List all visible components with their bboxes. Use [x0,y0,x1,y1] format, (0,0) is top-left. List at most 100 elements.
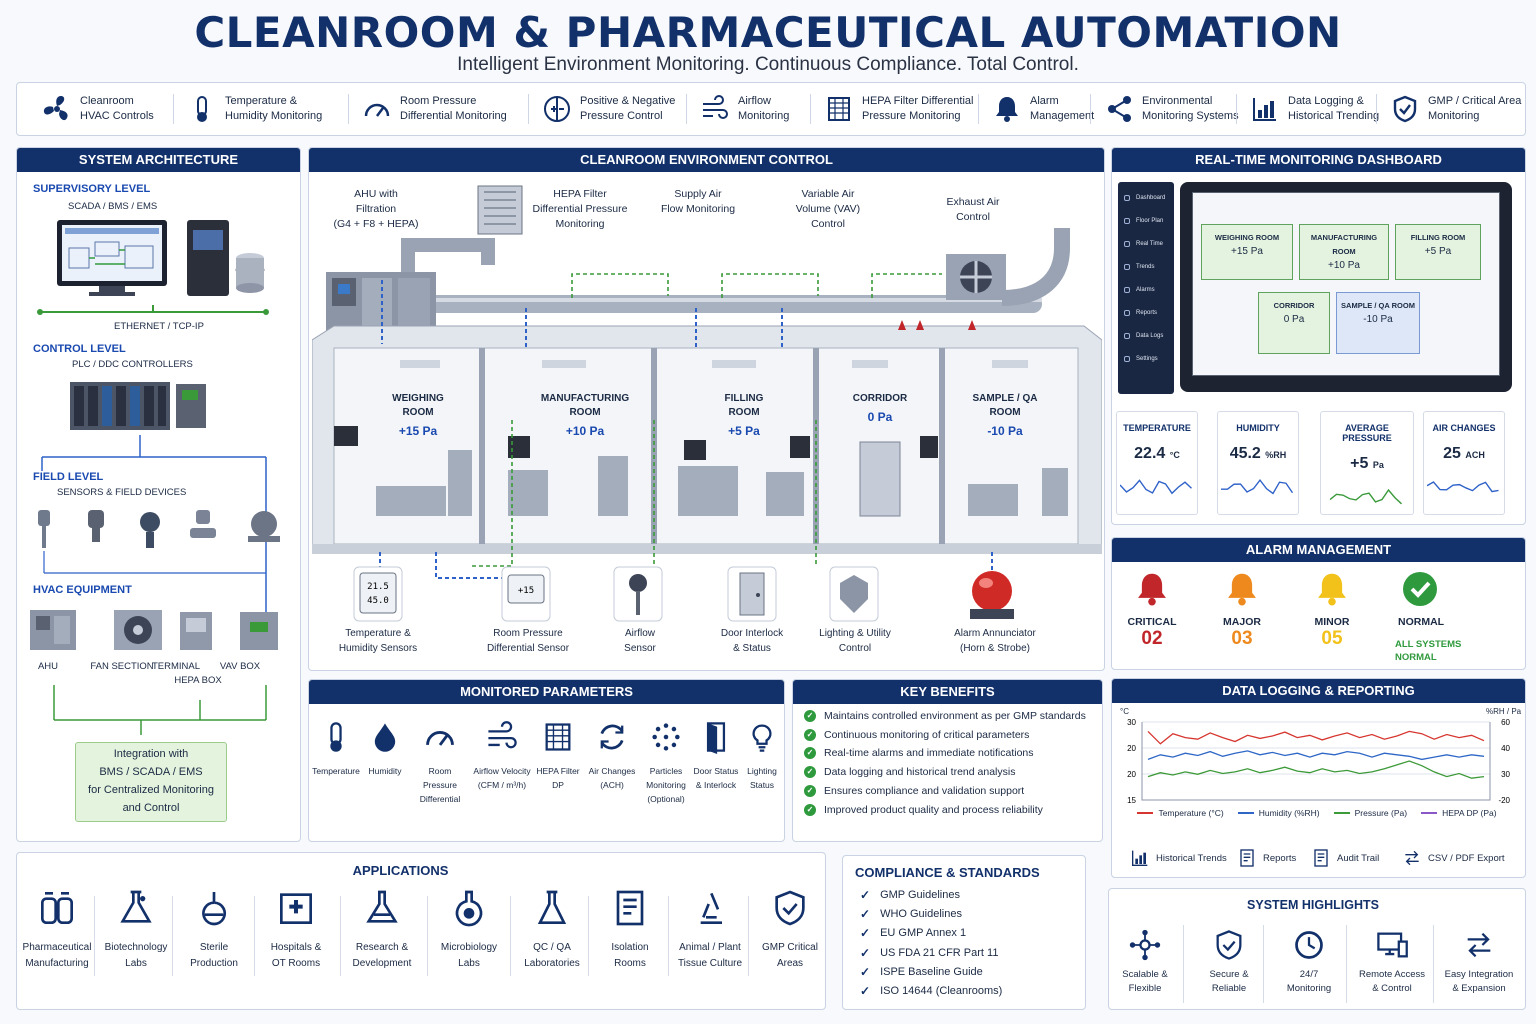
parameter-label-line2: (CFM / m³/h) [477,780,527,790]
benefits-panel: KEY BENEFITS [792,679,1103,842]
parameter-item: Door Status& Interlock [690,720,742,792]
microscope-icon [670,888,750,932]
room-name-line1: SAMPLE / QA [972,393,1038,404]
highlight-label-line2: & Expansion [1452,983,1506,994]
arrows-icon [1439,928,1519,962]
callout-hepa-line: HEPA Filter [553,188,607,200]
droplet-icon [359,720,411,756]
floorplan-room[interactable]: SAMPLE / QA ROOM-10 Pa [1336,292,1420,354]
report-action[interactable]: Reports [1237,848,1296,868]
check-icon: ✓ [860,945,871,960]
feature-label-line1: Airflow [738,95,772,107]
benefit-item: ✓ Real-time alarms and immediate notifica… [804,747,1034,760]
room-name-line2: ROOM [728,407,760,418]
dashboard-menu-item[interactable]: Settings [1124,356,1158,362]
parameter-label-line1: Lighting [747,766,777,776]
feature-label-line2: Humidity Monitoring [225,110,323,122]
field-sensors-icon [38,510,280,548]
feature-label-line1: Alarm [1030,95,1059,107]
application-label-line2: Development [352,958,412,969]
application-label-line1: Sterile [199,942,229,953]
room-label: CORRIDOR 0 Pa [820,392,940,424]
parameter-label-line2: Status [749,780,775,790]
device-label-line1: Airflow [624,628,655,639]
parameter-label-line1: HEPA Filter [536,766,580,776]
parameter-label-line2: & Interlock [695,780,737,790]
legend-item: Pressure (Pa) [1333,808,1407,818]
hvac-equipment-label: HVAC EQUIPMENT [33,584,132,596]
floorplan-room[interactable]: FILLING ROOM+5 Pa [1395,224,1481,280]
floorplan-room-pressure: -10 Pa [1363,314,1393,325]
legend-label: Temperature (°C) [1158,808,1224,818]
report-action[interactable]: CSV / PDF Export [1402,848,1505,868]
report-action-label: CSV / PDF Export [1428,852,1505,864]
dashboard-menu-item[interactable]: Dashboard [1124,195,1165,201]
highlight-separator [1183,925,1184,1003]
feature-label-line2: Differential Monitoring [400,110,507,122]
kpi-label: HUMIDITY [1236,423,1280,433]
highlight-separator [1433,925,1434,1003]
normal-note-line1: ALL SYSTEMS [1395,639,1462,650]
menu-item-icon [1124,310,1130,316]
check-icon: ✓ [804,766,816,779]
room-name-line1: CORRIDOR [852,393,908,404]
chart-axes [1141,722,1491,801]
highlight-label-line2: Flexible [1128,983,1162,994]
floorplan-room[interactable]: WEIGHING ROOM+15 Pa [1201,224,1293,280]
dashboard-menu-item[interactable]: Floor Plan [1124,218,1163,224]
callout-ahu-line: (G4 + F8 + HEPA) [333,218,419,230]
room-pressure: 0 Pa [867,410,893,424]
dashboard-menu-item[interactable]: Alarms [1124,287,1155,293]
check-icon: ✓ [804,747,816,760]
floorplan-room[interactable]: MANUFACTURING ROOM+10 Pa [1299,224,1389,280]
wind-icon [472,720,532,756]
feature-label-line2: Monitoring [738,110,790,122]
kpi-label: AIR CHANGES [1432,423,1496,433]
parameters-title: MONITORED PARAMETERS [309,680,784,704]
application-item: Hospitals &OT Rooms [256,888,336,972]
highlight-item: Secure &Reliable [1189,928,1269,996]
thermometer-icon [310,720,362,756]
highlight-label-line1: Scalable & [1122,969,1168,980]
dashboard-sidebar [1118,182,1174,394]
application-label-line1: Animal / Plant [679,942,741,953]
dashboard-menu-item[interactable]: Data Logs [1124,333,1163,339]
benefit-text: Real-time alarms and immediate notificat… [824,747,1034,760]
alarm-count: 05 [1321,628,1343,649]
dashboard-menu-item[interactable]: Reports [1124,310,1157,316]
callout-exhaust-line: Control [956,211,990,223]
integration-text-line: and Control [122,802,180,814]
compliance-text: ISPE Baseline Guide [880,965,983,978]
control-level-sub: PLC / DDC CONTROLLERS [72,359,193,370]
alarm-label: NORMAL [1398,616,1445,628]
parameter-label-line2: Monitoring [646,780,686,790]
callout-exhaust-line: Exhaust Air [946,196,1000,208]
parameter-label: Airflow Velocity(CFM / m³/h) [472,764,532,792]
application-label-line1: Biotechnology [104,942,168,953]
integration-text-line: for Centralized Monitoring [88,784,214,796]
alarm-normal[interactable]: NORMAL [1380,570,1460,628]
legend-item: HEPA DP (Pa) [1421,808,1497,818]
report-action[interactable]: Audit Trail [1311,848,1379,868]
erlenmeyer-icon [512,888,592,932]
legend-swatch [1421,812,1438,814]
benefits-title: KEY BENEFITS [793,680,1102,704]
dashboard-menu-item[interactable]: Trends [1124,264,1154,270]
feature-label-line1: Data Logging & [1288,95,1364,107]
applications-panel: APPLICATIONS [16,852,826,1010]
report-action[interactable]: Historical Trends [1130,848,1227,868]
scale-network-icon [1105,928,1185,962]
dashboard-menu-item[interactable]: Real Time [1124,241,1163,247]
alarm-title: ALARM MANAGEMENT [1112,538,1525,562]
